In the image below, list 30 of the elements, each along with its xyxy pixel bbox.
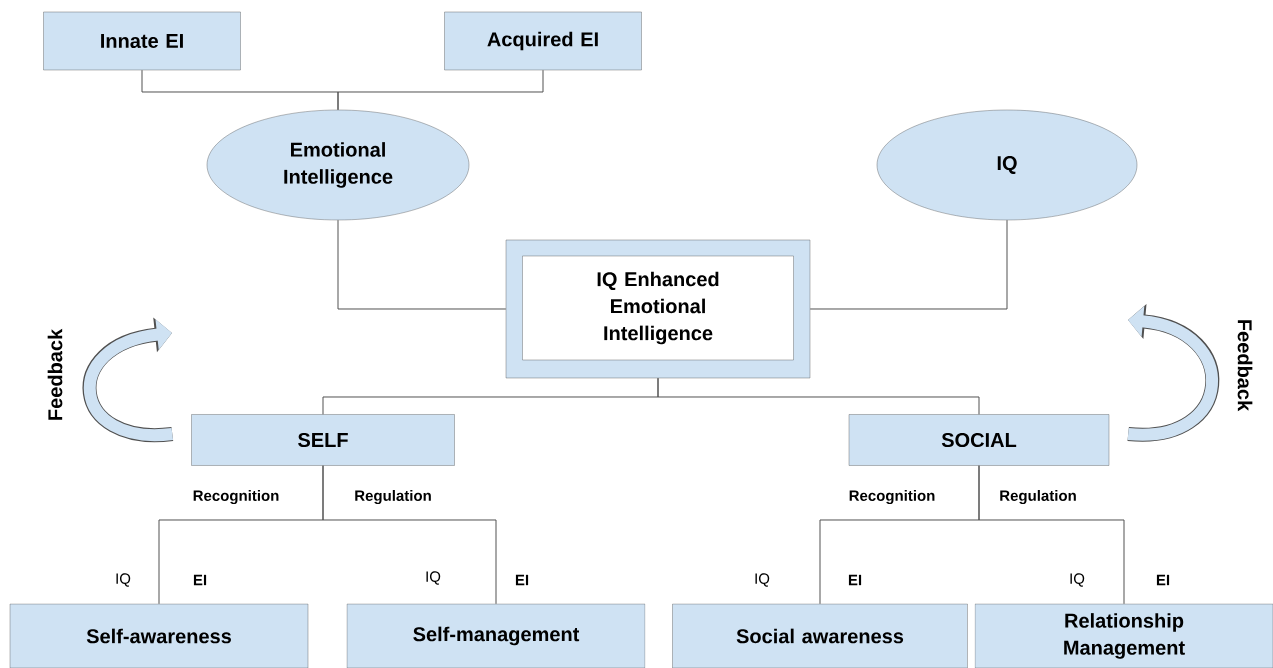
branch-label: IQ xyxy=(755,573,770,587)
process-box: Innate EI xyxy=(43,11,241,71)
connector-line xyxy=(978,465,1125,605)
framed-box: IQ Enhanced Emotional Intelligence xyxy=(505,239,811,379)
branch-label: Regulation xyxy=(355,489,431,504)
connector-line xyxy=(337,219,507,310)
process-box: SELF xyxy=(191,414,455,466)
branch-label: IQ xyxy=(426,571,441,585)
process-box: Relationship Management xyxy=(974,603,1273,668)
connector-line xyxy=(337,69,544,111)
branch-label: EI xyxy=(848,574,862,586)
branch-label: EI xyxy=(1156,574,1170,586)
connector-line xyxy=(657,377,980,415)
edge-label: Feedback xyxy=(1237,320,1253,412)
process-box: SOCIAL xyxy=(848,414,1110,466)
branch-label: IQ xyxy=(116,573,131,587)
branch-label: EI xyxy=(515,574,529,586)
process-box: Self-awareness xyxy=(9,603,309,668)
process-box: Acquired EI xyxy=(444,11,642,71)
branch-label: IQ xyxy=(1070,573,1085,587)
branch-label: EI xyxy=(193,574,207,586)
branch-label: Recognition xyxy=(193,489,279,504)
curved-arrow xyxy=(82,317,173,442)
edge-label: Feedback xyxy=(47,328,63,420)
process-box: Social awareness xyxy=(672,603,968,668)
connector-line xyxy=(322,465,497,605)
connector-line xyxy=(809,219,1008,310)
branch-label: Regulation xyxy=(1000,489,1076,504)
process-box: Self-management xyxy=(346,603,646,668)
branch-label: Recognition xyxy=(849,489,935,504)
